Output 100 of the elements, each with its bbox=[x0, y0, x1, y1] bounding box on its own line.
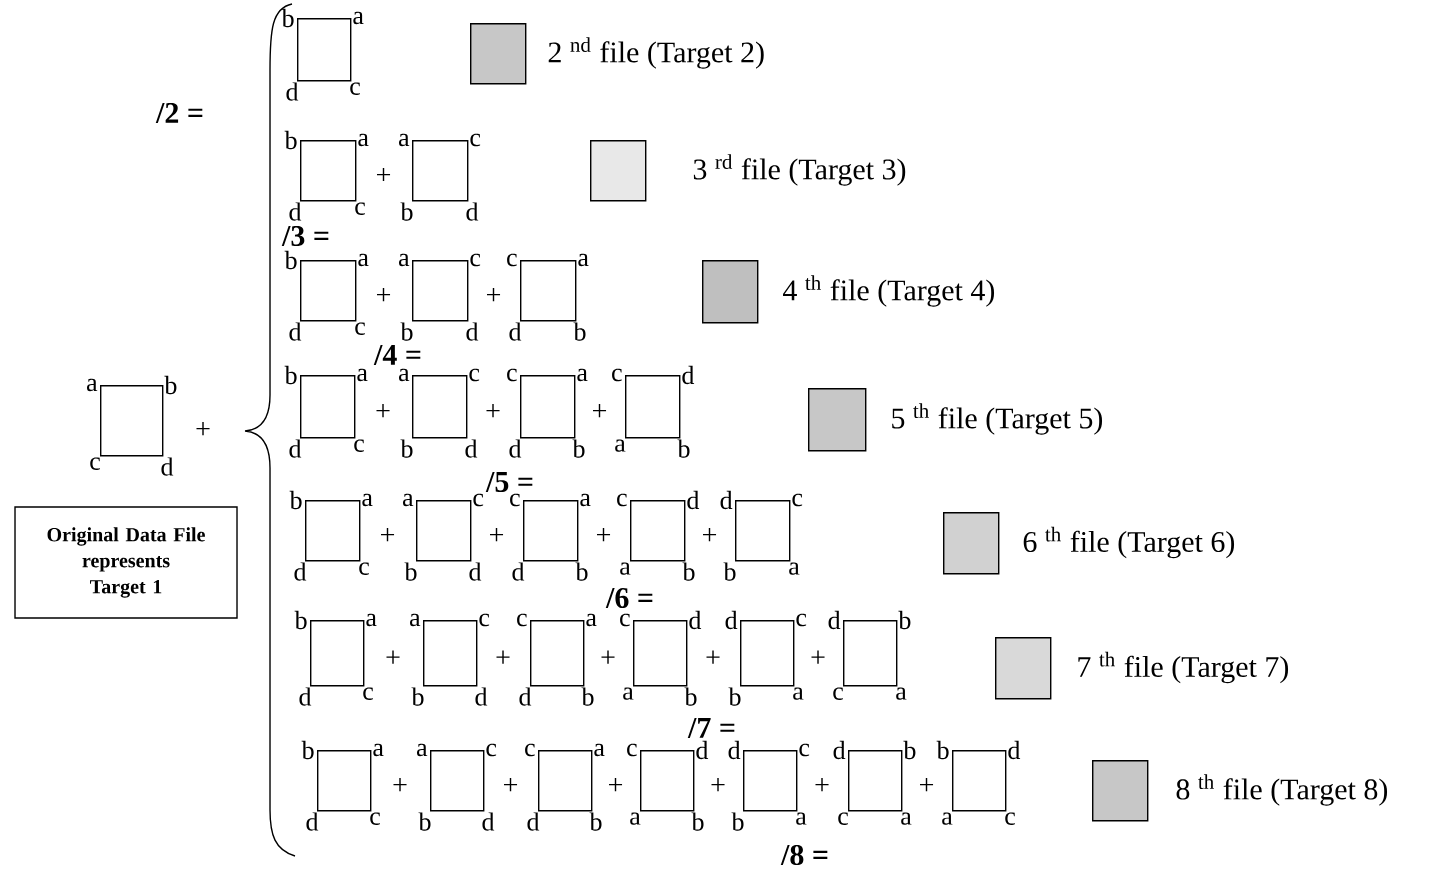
node-label: c bbox=[799, 743, 810, 757]
node-label: b bbox=[723, 562, 736, 581]
lettered-square: b a d c bbox=[281, 8, 364, 101]
lettered-square: b a d c bbox=[284, 130, 369, 221]
node-label: c bbox=[510, 493, 520, 507]
node-label: b bbox=[284, 365, 297, 385]
node-label: d bbox=[833, 740, 846, 760]
node-label: c bbox=[355, 202, 365, 215]
node-label: a bbox=[357, 368, 368, 382]
node-label: d bbox=[828, 610, 841, 630]
lettered-square: c d a b bbox=[612, 365, 695, 458]
lettered-square: d c b a bbox=[725, 610, 807, 706]
lettered-square: a c b d bbox=[399, 253, 481, 341]
node-label: a bbox=[353, 11, 364, 25]
node-label: a bbox=[623, 687, 634, 700]
node-label: a bbox=[793, 687, 804, 700]
node-label: b bbox=[728, 687, 741, 706]
node-label: c bbox=[479, 613, 490, 627]
node-label: a bbox=[577, 368, 588, 382]
node-label: c bbox=[507, 253, 517, 267]
node-label: a bbox=[615, 439, 626, 452]
plus-sign: + bbox=[811, 650, 825, 664]
node-label: b bbox=[411, 687, 424, 706]
node-label: a bbox=[86, 378, 98, 392]
node-label: c bbox=[796, 613, 807, 627]
node-label: d bbox=[465, 439, 478, 458]
node-label: d bbox=[509, 439, 522, 458]
node-label: a bbox=[594, 743, 605, 757]
node-label: a bbox=[789, 562, 800, 575]
node-label: b bbox=[400, 439, 413, 458]
plus-sign: + bbox=[376, 404, 390, 418]
division-label: /3 = bbox=[281, 225, 329, 247]
node-label: d bbox=[696, 740, 709, 760]
node-label: c bbox=[470, 133, 481, 147]
lettered-square: c a d b bbox=[507, 253, 589, 341]
node-label: a bbox=[398, 133, 410, 147]
node-label: c bbox=[525, 743, 535, 757]
node-label: a bbox=[796, 812, 807, 825]
node-label: a bbox=[362, 493, 373, 507]
node-label: d bbox=[720, 490, 733, 510]
node-label: d bbox=[512, 562, 525, 581]
node-label: d bbox=[527, 812, 540, 831]
lettered-square: b d a c bbox=[936, 740, 1021, 825]
node-label: d bbox=[1008, 740, 1021, 760]
plus-sign: + bbox=[496, 650, 510, 664]
node-label: b bbox=[936, 740, 949, 760]
node-label: c bbox=[620, 613, 630, 627]
lettered-square: c d a b bbox=[627, 740, 709, 831]
plus-sign: + bbox=[706, 650, 720, 664]
node-label: b bbox=[682, 562, 695, 581]
node-label: b bbox=[898, 610, 911, 630]
node-label: b bbox=[294, 610, 307, 630]
node-label: b bbox=[400, 322, 413, 341]
lettered-square: b a d c bbox=[301, 740, 384, 831]
node-label: a bbox=[578, 253, 589, 267]
node-label: d bbox=[509, 322, 522, 341]
node-label: a bbox=[398, 253, 410, 267]
node-label: a bbox=[402, 493, 414, 507]
node-label: d bbox=[306, 812, 319, 831]
node-label: d bbox=[294, 562, 307, 581]
node-label: b bbox=[691, 812, 704, 831]
lettered-square: c d a b bbox=[617, 490, 700, 581]
file-label: 6 $^{th}$ file (Target 6) bbox=[1023, 526, 1235, 559]
plus-sign: + bbox=[381, 528, 395, 542]
file-label: 7 $^{th}$ file (Target 7) bbox=[1078, 651, 1289, 684]
plus-sign: + bbox=[597, 528, 611, 542]
node-label: b bbox=[404, 562, 417, 581]
plus-sign: + bbox=[601, 650, 615, 664]
node-label: c bbox=[617, 493, 627, 507]
file-label: 2 $^{nd}$ file (Target 2) bbox=[548, 37, 764, 69]
node-label: a bbox=[896, 687, 907, 700]
node-label: d bbox=[466, 322, 479, 341]
node-label: d bbox=[682, 365, 695, 385]
node-label: c bbox=[370, 812, 380, 825]
node-label: a bbox=[366, 613, 377, 627]
node-label: a bbox=[398, 368, 410, 382]
text-box: Original Data File represents Target 1 bbox=[14, 506, 238, 619]
file-label: 4 $^{th}$ file (Target 4) bbox=[783, 275, 995, 307]
plus-sign: + bbox=[393, 778, 407, 792]
lettered-square: b a d c bbox=[284, 365, 368, 458]
plus-sign: + bbox=[920, 778, 934, 792]
plus-sign: + bbox=[711, 778, 725, 792]
node-label: c bbox=[792, 493, 803, 507]
lettered-square: d c b a bbox=[728, 740, 810, 831]
node-label: a bbox=[580, 493, 591, 507]
node-label: c bbox=[363, 687, 373, 700]
node-label: c bbox=[627, 743, 637, 757]
node-label: c bbox=[507, 368, 517, 382]
plus-sign: + bbox=[815, 778, 829, 792]
lettered-square: b a d c bbox=[284, 250, 369, 341]
node-label: a bbox=[409, 613, 421, 627]
file-label: 5 $^{th}$ file (Target 5) bbox=[892, 403, 1103, 435]
node-label: a bbox=[942, 812, 953, 825]
node-label: c bbox=[838, 812, 848, 825]
node-label: c bbox=[517, 613, 527, 627]
node-label: a bbox=[416, 743, 428, 757]
plus-sign: + bbox=[486, 404, 500, 418]
node-label: c bbox=[354, 439, 364, 452]
division-label: /2 = bbox=[155, 102, 203, 124]
node-label: a bbox=[358, 253, 369, 267]
